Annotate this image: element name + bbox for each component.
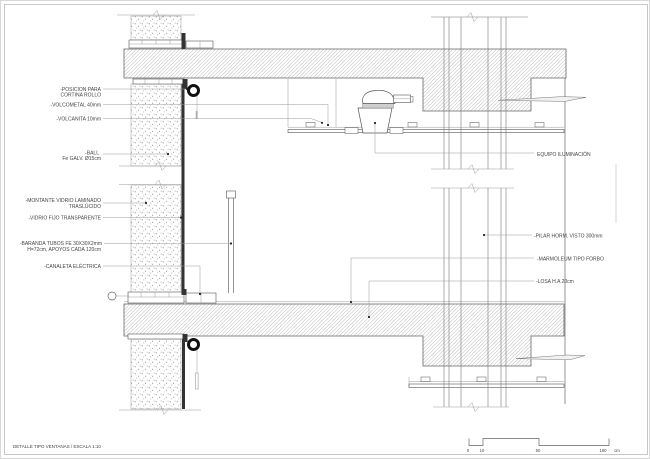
- callout-losa: -LOSA H.A 20cm: [536, 279, 574, 285]
- callout-pilar: -PILAR HORM. VISTO 300mm: [534, 233, 603, 239]
- head-bracket: [181, 33, 186, 49]
- callout-marmoleum: -MARMOLEUM TIPO FORBO: [537, 256, 604, 262]
- callout-posicion-l2: CORTINA ROLLO: [61, 93, 102, 99]
- callout-canaleta: -CANALETA ELÉCTRICA: [44, 263, 102, 270]
- concrete-column: [431, 12, 528, 412]
- scale-tick-50: 50: [536, 448, 541, 453]
- scale-bar: 0 10 50 100 cm: [467, 438, 620, 453]
- callout-posicion-l1: -POSICION PARA: [60, 87, 101, 93]
- roller-ball-upper: [187, 84, 200, 119]
- callouts-left: -POSICION PARA CORTINA ROLLO -VOLCOMETAL…: [20, 87, 102, 270]
- callout-volcanita: -VOLCANITA 10mm: [56, 116, 101, 122]
- callout-vidrio-fijo: -VIDRIO FIJO TRANSPARENTE: [28, 215, 101, 221]
- cut-flag-upper: [497, 96, 587, 102]
- callout-baranda-l2: H=72cm, APOYOS CADA 120cm: [27, 247, 101, 253]
- callout-equipo: EQUIPO ILUMINACIÓN: [537, 151, 591, 158]
- upper-slab: [123, 48, 567, 112]
- sheet-border: [4, 4, 648, 455]
- callout-montante-l1: -MONTANTE VIDRIO LAMINADO: [26, 198, 102, 204]
- light-fixture: [344, 89, 411, 134]
- right-glazing-plane: [497, 78, 617, 404]
- window-frame: [181, 84, 185, 409]
- callout-volcometal: -VOLCOMETAL 40mm: [50, 103, 101, 109]
- cord-handle: [195, 372, 199, 390]
- callout-ball-spec: Fe GALV. Ø15cm: [62, 156, 101, 162]
- lower-window-sill: [107, 289, 217, 304]
- drawing-title: DETALLE TIPO VENTANAS / ESCALA 1:10: [13, 444, 101, 449]
- sill-bracket: [182, 79, 188, 89]
- wall-break-lines: [117, 10, 201, 415]
- roller-ball-lower: [187, 338, 200, 390]
- handrail-tube: [226, 190, 236, 293]
- callout-baranda-l1: -BARANDA TUBOS FE 30X30X2mm: [20, 241, 102, 247]
- conduit-circle: [107, 291, 117, 301]
- fixture-housing: [362, 89, 396, 104]
- leader-lines: [103, 88, 534, 316]
- suspended-ceiling-lower: [408, 376, 565, 388]
- callout-montante-l2: TRASLÚCIDO: [69, 203, 101, 210]
- reference-dots: [144, 87, 486, 319]
- scale-tick-100: 100: [600, 448, 608, 453]
- callouts-right: EQUIPO ILUMINACIÓN -PILAR HORM. VISTO 30…: [534, 151, 604, 285]
- lower-slab: [123, 301, 565, 367]
- lower-slab-plate: [127, 333, 188, 342]
- scale-tick-0: 0: [467, 448, 470, 453]
- callout-ball: -BALL: [85, 151, 99, 157]
- window-head-assembly: [128, 33, 214, 49]
- scale-tick-10: 10: [480, 448, 485, 453]
- scale-unit: cm: [614, 448, 620, 453]
- column-break-lines: [431, 164, 514, 412]
- cut-flag-lower: [515, 354, 586, 361]
- sill-bracket-lower: [181, 289, 187, 295]
- upper-window-sill: [132, 78, 188, 89]
